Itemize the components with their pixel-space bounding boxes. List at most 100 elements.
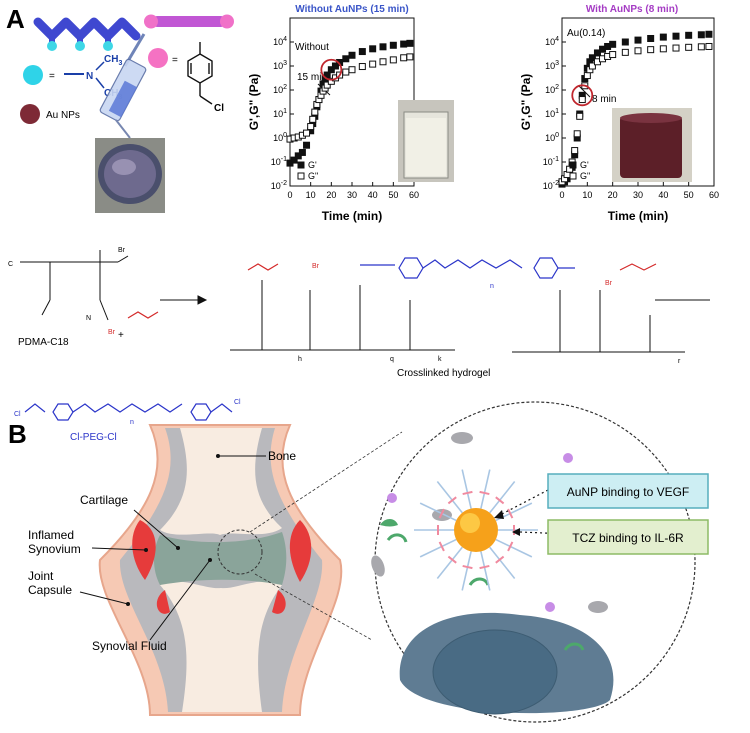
- point-g-double-prime: [647, 46, 655, 54]
- peg-spike: [436, 481, 463, 514]
- peg-rod-illustration: [144, 14, 234, 29]
- point-g-prime: [621, 38, 629, 46]
- c18-chains-red: [127, 263, 657, 319]
- chem-cl-left: Cl: [14, 411, 21, 418]
- point-g-double-prime: [609, 51, 617, 59]
- point-g-double-prime: [309, 115, 317, 123]
- point-g-double-prime: [323, 81, 331, 89]
- chem-br-4: Br: [605, 280, 613, 287]
- vial-photo-inset: [398, 100, 454, 182]
- point-g-double-prime: [369, 60, 377, 68]
- y-tick-label: 10-2: [271, 180, 287, 191]
- y-tick-label: 10-1: [543, 156, 559, 167]
- x-tick-label: 50: [388, 190, 398, 200]
- tcz-il6r-callout: [547, 519, 709, 555]
- antibody-icon: [479, 490, 490, 496]
- point-g-double-prime: [358, 63, 366, 71]
- y-axis-label: G',G" (Pa): [519, 74, 533, 131]
- x-tick-label: 20: [326, 190, 336, 200]
- point-g-prime: [659, 33, 667, 41]
- x-tick-label: 60: [709, 190, 719, 200]
- gel-point-circle: [320, 58, 343, 81]
- legend-group: G'G": [569, 160, 590, 181]
- aunp-cluster: [414, 469, 538, 591]
- point-g-double-prime: [578, 96, 586, 104]
- zoom-circle-illustration: [371, 401, 696, 723]
- point-g-prime: [593, 49, 601, 57]
- polymer-chain-illustration: [33, 17, 141, 51]
- annotation-15min: 15 min: [297, 72, 327, 83]
- chem-cl-right: Cl: [234, 399, 241, 406]
- point-g-prime: [327, 66, 335, 74]
- point-g-double-prime: [406, 53, 414, 61]
- point-g-double-prime: [576, 112, 584, 120]
- chem-br-3: Br: [312, 263, 320, 270]
- point-g-double-prime: [621, 48, 629, 56]
- y-tick-label: 100: [545, 132, 559, 143]
- peg-spike: [419, 538, 457, 558]
- point-g-prime: [609, 40, 617, 48]
- x-tick-label: 50: [684, 190, 694, 200]
- peg-spike: [436, 546, 463, 579]
- amine-n-atom: N: [86, 71, 93, 82]
- antibody-icon: [462, 564, 473, 570]
- x-axis-label: Time (min): [608, 209, 668, 223]
- label-joint: Joint: [28, 569, 54, 583]
- chem-backbone-c: C: [8, 261, 13, 268]
- aunp-vegf-callout: [547, 473, 709, 509]
- panel-b-letter: B: [8, 419, 27, 449]
- label-bone: Bone: [268, 449, 296, 463]
- point-g-prime: [369, 45, 377, 53]
- peg-spike: [461, 551, 472, 591]
- points-group: [286, 39, 414, 167]
- benzyl-equals: =: [172, 55, 178, 66]
- point-g-double-prime: [303, 129, 311, 137]
- chem-sub-r: r: [678, 358, 681, 365]
- point-g-prime: [406, 39, 414, 47]
- point-g-prime: [685, 31, 693, 39]
- x-axis-label: Time (min): [322, 209, 382, 223]
- y-tick-label: 10-2: [543, 180, 559, 191]
- legend-label: G": [308, 171, 318, 181]
- cl-peg-cl-label: Cl-PEG-Cl: [70, 432, 117, 443]
- point-g-prime: [358, 48, 366, 56]
- point-g-double-prime: [672, 44, 680, 52]
- point-g-double-prime: [705, 42, 713, 50]
- annotation-8min: 8 min: [592, 94, 616, 105]
- point-g-prime: [303, 141, 311, 149]
- point-g-prime: [705, 30, 713, 38]
- point-g-double-prime: [348, 66, 356, 74]
- point-g-prime: [379, 43, 387, 51]
- y-tick-label: 102: [273, 84, 287, 95]
- y-tick-label: 102: [545, 84, 559, 95]
- antibody-icon: [462, 490, 473, 496]
- x-tick-label: 40: [658, 190, 668, 200]
- y-tick-label: 100: [273, 132, 287, 143]
- point-g-double-prime: [400, 54, 408, 62]
- chem-n-1: N: [86, 315, 91, 322]
- crosslinked-hydrogel-label: Crosslinked hydrogel: [397, 368, 490, 379]
- x-tick-label: 0: [287, 190, 292, 200]
- point-g-double-prime: [389, 56, 397, 64]
- point-g-double-prime: [659, 45, 667, 53]
- y-tick-label: 101: [545, 108, 559, 119]
- legend-label: G': [308, 160, 317, 170]
- label-synovium: Synovium: [28, 542, 81, 556]
- joint-anatomy-illustration: [98, 424, 343, 716]
- y-tick-label: 103: [273, 60, 287, 71]
- antibody-icon: [495, 555, 505, 564]
- amine-ch3-top: CH3: [104, 54, 122, 67]
- legend-marker: [297, 161, 305, 169]
- point-g-double-prime: [342, 68, 350, 76]
- point-g-double-prime: [379, 58, 387, 66]
- antibody-icon: [447, 496, 457, 505]
- point-g-double-prime: [634, 47, 642, 55]
- chem-sub-q: q: [390, 356, 394, 363]
- syringe-illustration: [99, 33, 147, 139]
- x-tick-label: 10: [582, 190, 592, 200]
- legend-label: G': [580, 160, 589, 170]
- pdma-c18-label: PDMA-C18: [18, 337, 69, 348]
